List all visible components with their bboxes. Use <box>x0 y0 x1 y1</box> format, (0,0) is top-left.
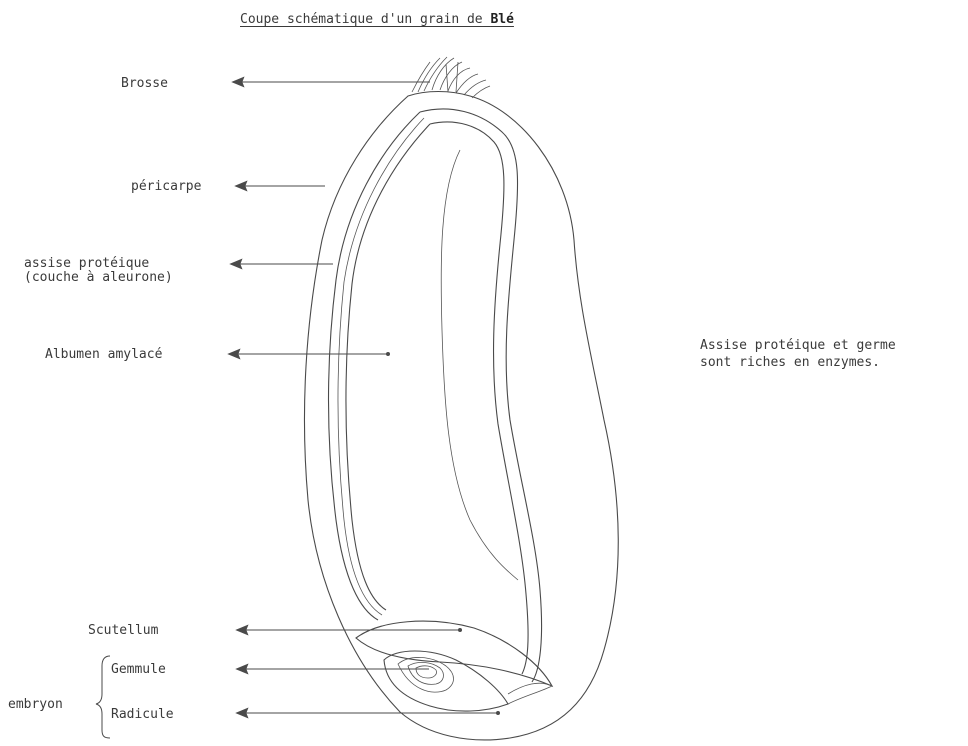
radicule-notch <box>508 683 552 704</box>
aleurone-outer-line <box>329 109 542 682</box>
note-line-1: Assise protéique et germe <box>700 338 896 353</box>
aleurone-inner-line <box>346 122 528 674</box>
grain-outer-outline <box>304 92 618 740</box>
leader-brosse <box>232 77 430 87</box>
leader-assise <box>230 259 333 269</box>
leader-scutellum <box>236 625 462 635</box>
leader-albumen <box>228 349 390 359</box>
scutellum-shape <box>356 621 552 686</box>
embryo-outline <box>384 651 508 711</box>
label-assise-line2: (couche à aleurone) <box>24 270 173 285</box>
leader-pericarpe <box>235 181 325 191</box>
label-scutellum: Scutellum <box>88 623 158 638</box>
label-assise-line1: assise protéique <box>24 256 149 271</box>
label-albumen: Albumen amylacé <box>45 347 162 362</box>
leader-gemmule <box>236 664 429 674</box>
note-line-2: sont riches en enzymes. <box>700 355 880 370</box>
label-brosse: Brosse <box>121 76 168 91</box>
leader-radicule <box>236 708 500 718</box>
label-radicule: Radicule <box>111 707 174 722</box>
label-embryon: embryon <box>8 697 63 712</box>
label-pericarpe: péricarpe <box>131 179 201 194</box>
embryon-bracket <box>96 656 110 738</box>
gemmule-layer-3 <box>416 666 437 678</box>
label-gemmule: Gemmule <box>111 662 166 677</box>
